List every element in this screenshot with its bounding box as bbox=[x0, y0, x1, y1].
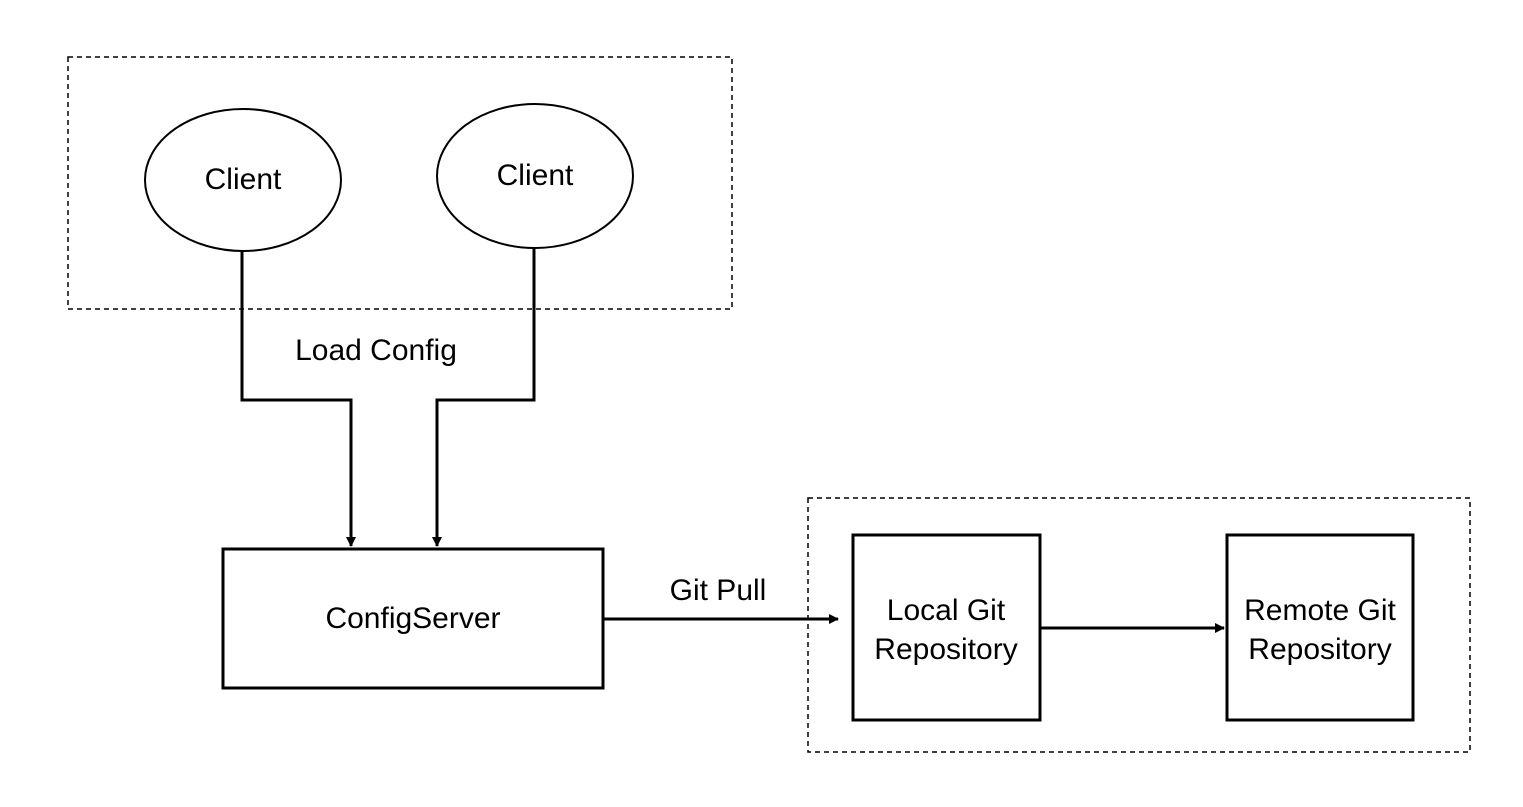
remote-git-repository-box bbox=[1225, 533, 1415, 722]
remote-git-repository-label-line2: Repository bbox=[1248, 633, 1391, 666]
local-git-repository-label-line1: Local Git bbox=[887, 594, 1006, 627]
client-right-label: Client bbox=[497, 159, 574, 192]
config-server-label: ConfigServer bbox=[325, 602, 500, 635]
load-config-label: Load Config bbox=[295, 334, 457, 367]
client-left-label: Client bbox=[205, 163, 282, 196]
load-config-arrow-left bbox=[240, 251, 356, 547]
remote-git-repository-label-line1: Remote Git bbox=[1244, 594, 1396, 627]
client-node-right[interactable]: Client bbox=[436, 103, 634, 249]
config-server-node[interactable]: ConfigServer bbox=[221, 547, 605, 690]
git-repositories-group-box bbox=[807, 497, 1471, 753]
client-node-left[interactable]: Client bbox=[144, 108, 342, 252]
git-pull-label: Git Pull bbox=[670, 574, 767, 607]
local-git-repository-node[interactable]: Local Git Repository bbox=[851, 533, 1042, 722]
load-config-arrow-right bbox=[432, 248, 536, 547]
local-git-repository-label-line2: Repository bbox=[874, 633, 1017, 666]
local-git-repository-box bbox=[851, 533, 1042, 722]
clients-group-box bbox=[67, 56, 733, 310]
remote-git-repository-node[interactable]: Remote Git Repository bbox=[1225, 533, 1415, 722]
